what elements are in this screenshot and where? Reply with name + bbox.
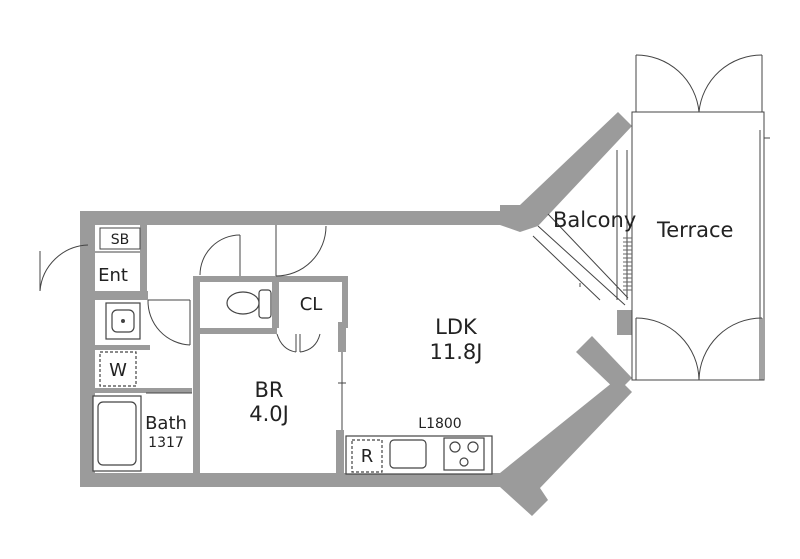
label-sb: SB [111, 232, 130, 248]
fixtures [92, 289, 493, 475]
label-terrace: Terrace [656, 218, 733, 242]
label-br-name: BR [255, 378, 284, 402]
lines [39, 54, 770, 430]
label-kitchen-r: R [361, 446, 374, 467]
label-ent: Ent [98, 265, 128, 286]
walls [80, 112, 632, 516]
room-labels: Balcony Terrace LDK 11.8J BR 4.0J CL SB … [98, 208, 733, 467]
label-ldk-size: 11.8J [430, 340, 483, 364]
label-kitchen-length: L1800 [418, 416, 461, 432]
label-w: W [109, 360, 127, 381]
label-balcony: Balcony [553, 208, 636, 232]
label-br-size: 4.0J [249, 402, 289, 426]
label-bath-size: 1317 [148, 435, 184, 451]
balcony-louver [623, 237, 632, 291]
label-ldk-name: LDK [435, 315, 478, 339]
label-bath-name: Bath [145, 413, 187, 434]
label-cl: CL [300, 294, 323, 315]
